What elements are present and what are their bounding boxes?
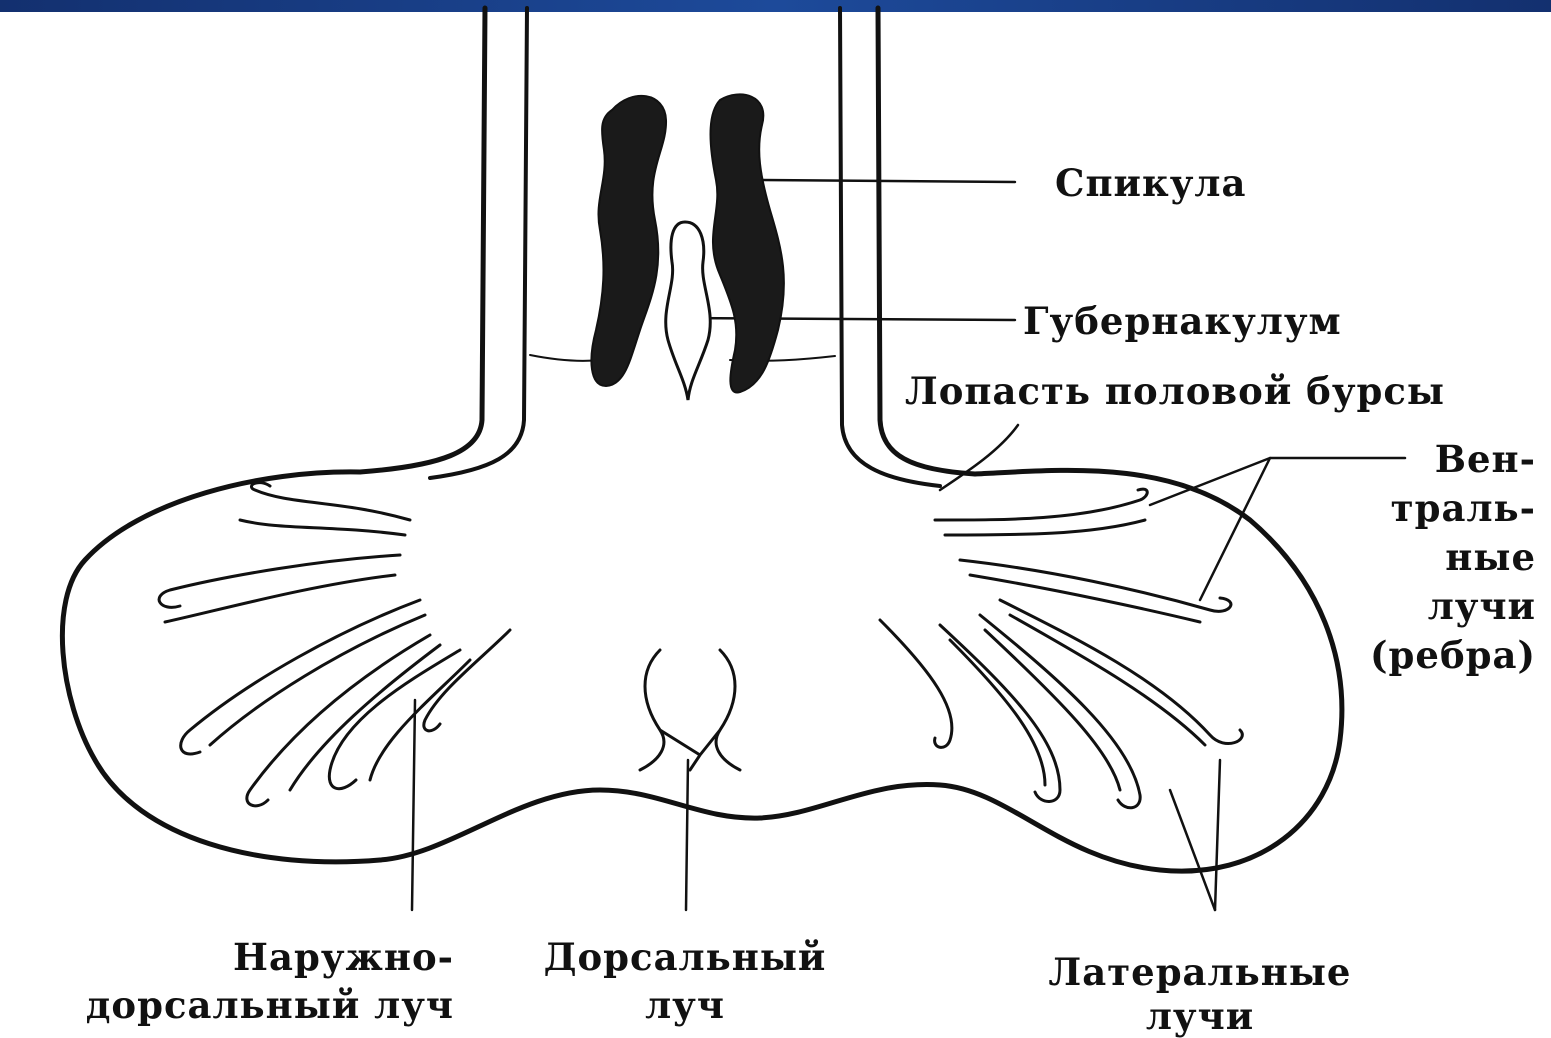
label-lateral-rays: Латеральные лучи [1010,950,1390,1038]
rays-right [880,489,1242,808]
gubernaculum [666,222,711,400]
label-ventral-rays: Вен- траль- ные лучи (ребра) [1370,435,1536,680]
body-inner-wall-left [430,8,527,478]
body-outer-wall [360,8,485,472]
dorsal-ray [640,650,740,770]
spicule-right [711,94,784,392]
body-inner-wall-right [840,8,940,486]
spicule-left [591,96,666,386]
label-externodorsal-ray: Наружно- дорсальный луч [86,933,454,1029]
label-gubernaculum: Губернакулум [1023,303,1342,340]
label-dorsal-ray: Дорсальный луч [520,933,850,1029]
pointer-lines [412,180,1405,910]
rays-left [159,483,510,806]
bursa-outline [62,470,1341,871]
label-spicule: Спикула [1055,165,1246,202]
label-bursa-lobe: Лопасть половой бурсы [905,373,1445,410]
